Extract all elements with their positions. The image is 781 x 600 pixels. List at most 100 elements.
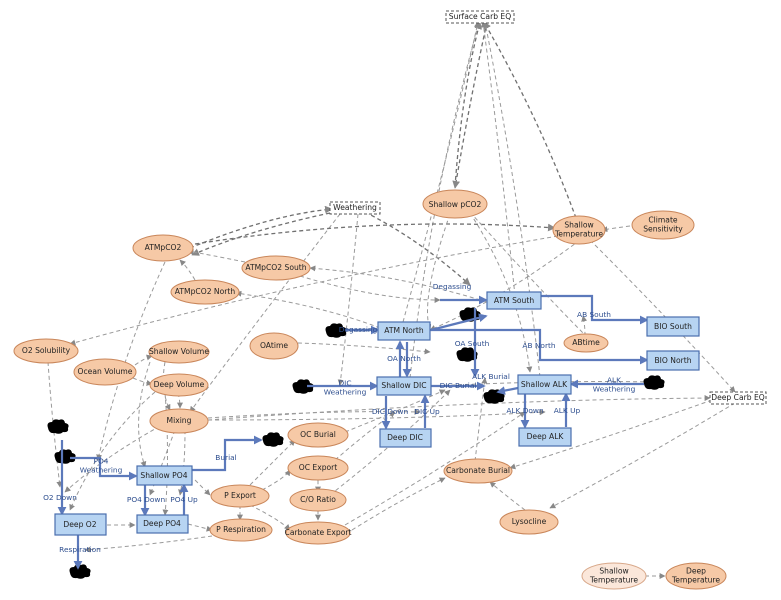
flow-label: Respiration xyxy=(59,545,101,554)
converter-oc-export[interactable]: OC Export xyxy=(287,455,349,481)
converter-atmpco2-north[interactable]: ATMpCO2 North xyxy=(170,279,240,305)
link-shallow-vol-to-shallow-po4 xyxy=(138,361,151,468)
flow-label: OA South xyxy=(455,339,490,348)
flow-label: O2 Down xyxy=(43,493,77,502)
converter-mixing[interactable]: Mixing xyxy=(149,408,209,434)
converter-deep-volume[interactable]: Deep Volume xyxy=(149,373,209,397)
link-p-export-to-oc-burial xyxy=(249,439,296,486)
converter-p-respiration[interactable]: P Respiration xyxy=(209,518,273,542)
link-carb-export-to-alk-down xyxy=(344,411,526,526)
cloud-8 xyxy=(643,375,665,390)
link-oatime-to-oa-north xyxy=(297,342,431,355)
converter-carbonate-burial[interactable]: Carbonate Burial xyxy=(443,458,513,484)
converter-carbonate-export[interactable]: Carbonate Export xyxy=(285,521,352,545)
weathering-ref[interactable]: Weathering xyxy=(329,201,381,215)
stock-deep-alk[interactable]: Deep ALK xyxy=(518,427,572,447)
stock-bio-south[interactable]: BIO South xyxy=(646,316,700,337)
converter-oc-burial[interactable]: OC Burial xyxy=(287,422,349,448)
svg-text:Weathering: Weathering xyxy=(333,203,377,212)
link-pco2-to-ab xyxy=(469,211,591,341)
flow-label: OA North xyxy=(387,354,421,363)
stock-deep-o2[interactable]: Deep O2 xyxy=(54,513,107,536)
link-p-export-to-oc-export xyxy=(261,469,291,491)
link-atmpco2-north-to-atmpco2 xyxy=(179,259,196,281)
svg-text:Shallow PO4: Shallow PO4 xyxy=(140,471,187,480)
svg-text:Carbonate Burial: Carbonate Burial xyxy=(446,466,510,475)
converter-co-ratio[interactable]: C/O Ratio xyxy=(289,488,347,512)
link-shallow-vol-to-mixing xyxy=(162,361,171,411)
svg-text:Shallow pCO2: Shallow pCO2 xyxy=(429,200,482,209)
cloud-3 xyxy=(292,379,314,394)
surface-carb-eq-ref[interactable]: Surface Carb EQ xyxy=(445,10,515,24)
stock-deep-dic[interactable]: Deep DIC xyxy=(379,428,432,448)
flow-label: PO4 Up xyxy=(170,495,198,504)
svg-text:ATMpCO2 South: ATMpCO2 South xyxy=(245,263,306,272)
link-weathering-to-degassing xyxy=(364,211,471,286)
svg-text:OC Export: OC Export xyxy=(299,463,338,472)
link-deep-vol-to-deep-o2 xyxy=(69,391,156,511)
svg-text:Carbonate Export: Carbonate Export xyxy=(285,528,352,537)
link-deep-carb-eq-to-lysocline xyxy=(549,402,736,509)
flow-ab-south xyxy=(541,294,649,325)
link-weathering-to-mixing xyxy=(189,213,341,413)
link-temp-to-o2-solubility xyxy=(69,235,559,346)
converter-p-export[interactable]: P Export xyxy=(210,484,270,508)
converter-atmpco2[interactable]: ATMpCO2 xyxy=(132,234,194,262)
svg-text:O2 Solubility: O2 Solubility xyxy=(22,346,71,355)
flow-alk-burial xyxy=(496,386,519,395)
link-temp-to-surface-eq xyxy=(483,21,577,219)
link-atmnorth-to-atmpco2-north xyxy=(235,290,381,329)
flow-pipes xyxy=(57,294,649,570)
converter-abtime[interactable]: ABtime xyxy=(563,333,609,353)
converter-lysocline[interactable]: Lysocline xyxy=(499,509,559,535)
link-atmpco2-south-to-degassing xyxy=(299,275,441,303)
svg-text:OAtime: OAtime xyxy=(260,341,288,350)
deep-carb-eq-ref[interactable]: Deep Carb EQ xyxy=(709,391,767,405)
converter-shallow-pco2[interactable]: Shallow pCO2 xyxy=(422,189,488,219)
svg-text:Deep PO4: Deep PO4 xyxy=(143,519,181,528)
flow-label: DIC Down xyxy=(372,407,409,416)
link-surface-eq-to-pco2 xyxy=(452,21,488,189)
converter-atmpco2-south[interactable]: ATMpCO2 South xyxy=(241,255,311,281)
link-ocean-vol-to-deep-vol xyxy=(132,377,153,386)
link-p-resp-to-respiration xyxy=(84,535,213,553)
link-atmnorth-to-surface-eq xyxy=(402,21,480,323)
stock-atm-north[interactable]: ATM North xyxy=(377,321,431,341)
link-atmpco2-to-po4-weathering xyxy=(96,261,166,461)
stock-deep-po4[interactable]: Deep PO4 xyxy=(136,514,189,534)
stock-shallow-po4[interactable]: Shallow PO4 xyxy=(136,465,193,486)
svg-text:Deep O2: Deep O2 xyxy=(63,520,96,529)
converter-oatime[interactable]: OAtime xyxy=(249,332,299,360)
stock-bio-north[interactable]: BIO North xyxy=(646,350,700,371)
stock-shallow-alk[interactable]: Shallow ALK xyxy=(517,374,572,395)
svg-text:Shallow ALK: Shallow ALK xyxy=(521,380,568,389)
link-weathering-to-dic-weathering xyxy=(337,213,359,386)
link-pco2-to-surface-eq xyxy=(454,21,482,188)
converter-shallow-volume[interactable]: Shallow Volume xyxy=(148,340,210,364)
cloud-1 xyxy=(262,432,284,447)
flow-label: AB North xyxy=(522,341,555,350)
flow-burial xyxy=(192,435,263,472)
svg-text:C/O Ratio: C/O Ratio xyxy=(300,495,336,504)
cloud-2 xyxy=(47,419,69,434)
stock-atm-south[interactable]: ATM South xyxy=(486,291,542,310)
link-p-export-to-carb-export xyxy=(249,504,291,531)
link-alk-to-surface-eq xyxy=(483,21,541,378)
link-atmpco2-south-to-atmpco2 xyxy=(187,249,246,263)
converter-o2-solubility[interactable]: O2 Solubility xyxy=(13,338,79,364)
svg-text:ABtime: ABtime xyxy=(572,338,600,347)
stock-shallow-dic[interactable]: Shallow DIC xyxy=(376,376,432,396)
converter-ocean-volume[interactable]: Ocean Volume xyxy=(73,358,137,386)
svg-text:ATM South: ATM South xyxy=(494,296,534,305)
svg-text:Ocean Volume: Ocean Volume xyxy=(78,367,133,376)
link-oc-export-to-dic-down xyxy=(334,411,396,461)
